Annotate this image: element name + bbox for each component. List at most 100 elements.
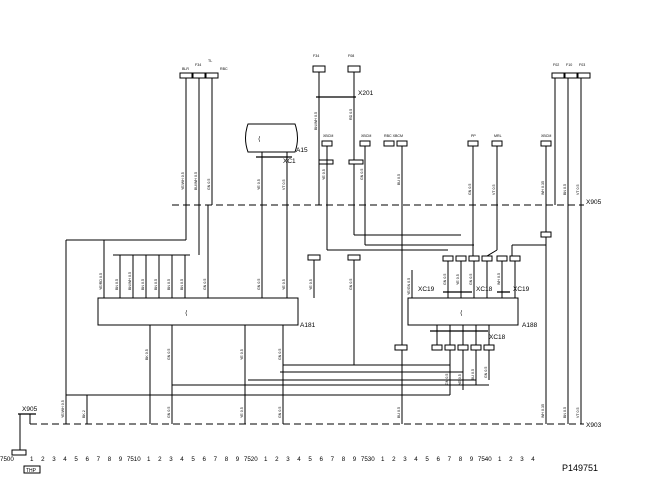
svg-text:YE 0.5: YE 0.5 (322, 169, 326, 180)
scale-digit: 3 (403, 456, 407, 463)
svg-text:VT 0.5: VT 0.5 (576, 184, 580, 195)
svg-text:BU 0.5: BU 0.5 (471, 369, 475, 380)
svg-text:BU 0.5: BU 0.5 (397, 174, 401, 185)
footer-ref-code: P149751 (562, 463, 598, 473)
fuse-label-tl: TL (208, 59, 212, 63)
a181-label: A181 (300, 322, 316, 329)
scale-digit: 7 (214, 456, 218, 463)
x903-label: X903 (586, 422, 602, 429)
xc19-right-label: XC19 (513, 286, 530, 293)
interconnect-wires (66, 205, 582, 424)
svg-text:GN 0.5: GN 0.5 (278, 407, 282, 418)
scale-digit: 1 (147, 456, 151, 463)
relay-label-2: XBCM (361, 134, 371, 138)
fuse-f08-label: F08 (348, 54, 354, 58)
svg-text:BN 0.5: BN 0.5 (180, 279, 184, 290)
svg-text:BU/WH 0.5: BU/WH 0.5 (194, 172, 198, 190)
scale-digit: 4 (180, 456, 184, 463)
scale-digit: 1 (381, 456, 385, 463)
scale-digit: 2 (41, 456, 45, 463)
scale-digit: 5 (191, 456, 195, 463)
left-feed-wires (185, 78, 582, 205)
scale-digit: 7 (331, 456, 335, 463)
module-a188: ⟨ A188 XC19 XC18 XC19 XC18 (407, 255, 538, 395)
svg-text:YE/GN 0.5: YE/GN 0.5 (407, 278, 411, 295)
svg-text:WH 0.35: WH 0.35 (541, 404, 545, 418)
svg-text:YE 0.5: YE 0.5 (257, 179, 261, 190)
scale-marker: 7530 (361, 456, 375, 463)
scale-digit: 6 (203, 456, 207, 463)
svg-text:BK 0.5: BK 0.5 (145, 349, 149, 360)
svg-text:GN 0.5: GN 0.5 (167, 407, 171, 418)
fuse-f03-label: F03 (579, 63, 585, 67)
svg-text:GN 0.5: GN 0.5 (278, 349, 282, 360)
svg-text:YE 0.5: YE 0.5 (282, 279, 286, 290)
scale-digit: 9 (119, 456, 123, 463)
scale-digit: 1 (264, 456, 268, 463)
scale-digit: 9 (353, 456, 357, 463)
a188-symbol: ⟨ (460, 309, 463, 317)
svg-text:BK 2: BK 2 (82, 410, 86, 418)
svg-text:GN 0.5: GN 0.5 (443, 274, 447, 285)
svg-text:YE 0.5: YE 0.5 (309, 279, 313, 290)
svg-text:YE 0.5: YE 0.5 (240, 407, 244, 418)
svg-text:GN 0.5: GN 0.5 (445, 374, 449, 385)
scale-marker: 7520 (244, 456, 258, 463)
relay-label-4: PP (471, 134, 476, 138)
scale-digit: 4 (63, 456, 67, 463)
x905-left-stub: X905 (11, 406, 38, 456)
module-a15: ⟨ A15 XC1 (245, 123, 308, 205)
scale-digit: 3 (520, 456, 524, 463)
x905-left-label: X905 (22, 406, 38, 413)
svg-text:GN 0.5: GN 0.5 (167, 349, 171, 360)
scale-digit: 2 (275, 456, 279, 463)
fuse-f34: F34 (312, 54, 326, 73)
x905-top-label: X905 (586, 199, 602, 206)
svg-text:BN 0.5: BN 0.5 (167, 279, 171, 290)
svg-text:BU 0.5: BU 0.5 (397, 407, 401, 418)
svg-text:GN 0.5: GN 0.5 (484, 367, 488, 378)
relay-label-3: RBC XBCM (384, 134, 403, 138)
x201-label: X201 (358, 90, 374, 97)
svg-text:GN 0.5: GN 0.5 (349, 279, 353, 290)
svg-text:BN 0.5: BN 0.5 (115, 279, 119, 290)
fuse-f34-label: F34 (313, 54, 319, 58)
svg-text:GN 0.5: GN 0.5 (257, 279, 261, 290)
scale-digit: 7 (448, 456, 452, 463)
fuse-label-blr: BLR (182, 67, 189, 71)
module-a181: ⟨ A181 (65, 205, 316, 424)
scale-marker: 7510 (127, 456, 141, 463)
scale-digit: 3 (52, 456, 56, 463)
svg-text:YE/WH 0.5: YE/WH 0.5 (61, 400, 65, 418)
svg-text:YE/RD 0.5: YE/RD 0.5 (99, 273, 103, 290)
svg-text:GN 0.5: GN 0.5 (360, 169, 364, 180)
svg-text:YE/WH 0.5: YE/WH 0.5 (181, 172, 185, 190)
svg-text:WH 0.5: WH 0.5 (497, 273, 501, 285)
svg-text:YE 0.5: YE 0.5 (240, 349, 244, 360)
xc18-upper-label: XC18 (476, 286, 493, 293)
svg-text:GN 0.5: GN 0.5 (203, 279, 207, 290)
svg-text:BN/WH 0.5: BN/WH 0.5 (314, 112, 318, 130)
scale-digit: 1 (498, 456, 502, 463)
scale-digit: 5 (308, 456, 312, 463)
scale-digit: 4 (297, 456, 301, 463)
relay-label-1: XBCM (323, 134, 333, 138)
scale-digit: 2 (158, 456, 162, 463)
xc19-left-label: XC19 (418, 286, 435, 293)
relay-row-top: XBCM XBCM RBC XBCM PP MRL XBCM (318, 134, 552, 205)
a181-symbol: ⟨ (185, 309, 188, 317)
scale-digit: 6 (437, 456, 441, 463)
wire-code-annotations: YE/WH 0.5 BU/WH 0.5 GN 0.5 YE 0.5 VT 0.5… (61, 109, 580, 418)
svg-text:RD 0.5: RD 0.5 (349, 109, 353, 120)
scale-digit: 4 (414, 456, 418, 463)
scale-digit: 3 (286, 456, 290, 463)
svg-text:BN/WH 0.5: BN/WH 0.5 (128, 272, 132, 290)
svg-text:YE 0.5: YE 0.5 (456, 274, 460, 285)
relay-label-5: MRL (494, 134, 502, 138)
scale-digit: 6 (86, 456, 90, 463)
x201-splice: X201 (316, 72, 374, 205)
svg-text:BN 0.5: BN 0.5 (154, 279, 158, 290)
fuse-f08: F08 (347, 54, 361, 73)
scale-marker: 7540 (478, 456, 492, 463)
